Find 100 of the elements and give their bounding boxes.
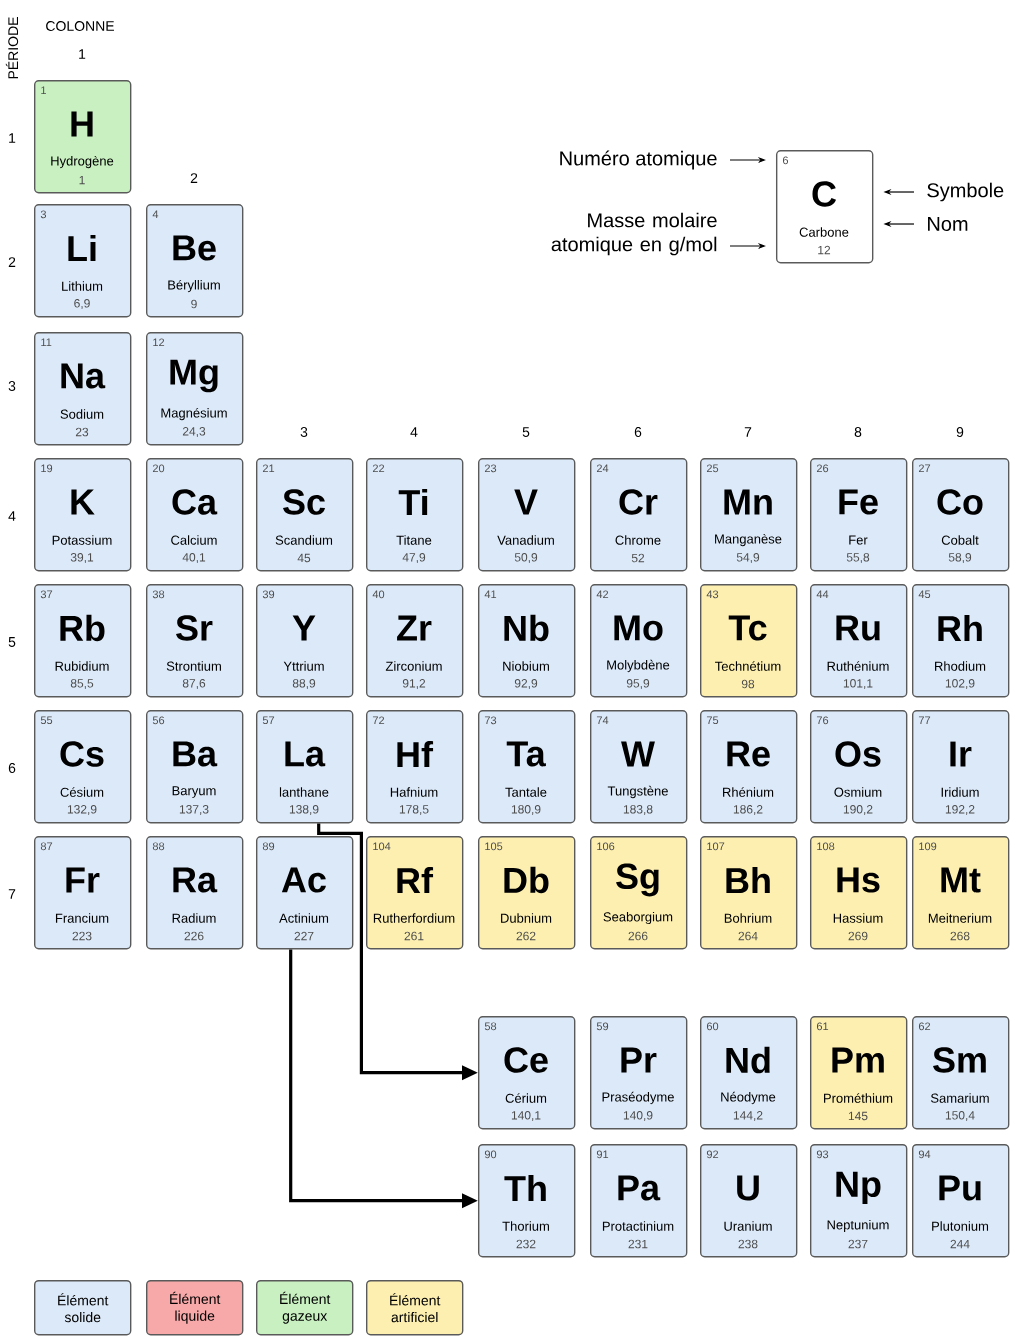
element-tile bbox=[34, 836, 132, 950]
element-symbol: Ra bbox=[173, 867, 218, 893]
element-symbol: Ir bbox=[950, 741, 972, 767]
element-tile bbox=[590, 458, 688, 572]
element-tile bbox=[700, 1016, 798, 1130]
element-tile bbox=[366, 710, 464, 824]
element-symbol: Ti bbox=[398, 488, 428, 516]
element-tile bbox=[146, 458, 244, 572]
annotation-text: Nom bbox=[928, 217, 968, 231]
element-symbol: Nd bbox=[726, 1046, 770, 1074]
element-tile bbox=[366, 458, 464, 572]
element-symbol: Pm bbox=[832, 1047, 884, 1073]
element-symbol: Rb bbox=[60, 614, 105, 642]
element-tile bbox=[34, 710, 132, 824]
element-tile bbox=[34, 584, 132, 698]
element-tile bbox=[478, 1016, 576, 1130]
element-symbol: Pu bbox=[939, 1175, 981, 1201]
element-symbol: Cr bbox=[619, 489, 658, 515]
element-tile bbox=[146, 584, 244, 698]
element-tile bbox=[34, 458, 132, 572]
element-symbol: V bbox=[514, 489, 538, 515]
element-tile bbox=[478, 458, 576, 572]
element-symbol: Cs bbox=[60, 741, 104, 767]
element-symbol: Sm bbox=[933, 1047, 986, 1073]
element-tile bbox=[146, 710, 244, 824]
element-symbol: Rh bbox=[938, 614, 982, 642]
element-tile bbox=[478, 836, 576, 950]
element-symbol: K bbox=[71, 489, 95, 515]
element-tile bbox=[366, 584, 464, 698]
element-tile bbox=[146, 836, 244, 950]
element-symbol: U bbox=[737, 1175, 759, 1201]
element-symbol: H bbox=[71, 111, 93, 137]
element-symbol: Ca bbox=[172, 489, 218, 515]
annotation-text: Symbole bbox=[927, 182, 1004, 202]
element-symbol: La bbox=[285, 741, 326, 767]
element-symbol: Na bbox=[61, 363, 106, 389]
element-tile bbox=[256, 710, 354, 824]
element-tile bbox=[810, 584, 908, 698]
element-tile bbox=[700, 584, 798, 698]
element-tile bbox=[590, 1144, 688, 1258]
element-tile bbox=[34, 80, 132, 194]
element-tile bbox=[810, 836, 908, 950]
element-tile bbox=[912, 458, 1010, 572]
element-symbol: Mg bbox=[170, 359, 218, 393]
element-tile bbox=[590, 710, 688, 824]
element-symbol: Os bbox=[835, 741, 881, 767]
annotation-text: Masse molaire atomique en g/mol bbox=[551, 212, 717, 256]
element-symbol: Hf bbox=[397, 740, 434, 768]
element-tile bbox=[146, 204, 244, 318]
element-tile bbox=[912, 1016, 1010, 1130]
element-symbol: C bbox=[812, 181, 836, 207]
element-tile bbox=[590, 1016, 688, 1130]
element-symbol: Bh bbox=[726, 866, 770, 894]
element-tile bbox=[590, 836, 688, 950]
element-tile bbox=[700, 458, 798, 572]
element-symbol: Co bbox=[937, 489, 983, 515]
element-symbol: W bbox=[621, 741, 655, 767]
element-tile bbox=[34, 332, 132, 446]
element-tile bbox=[590, 584, 688, 698]
element-symbol: Rf bbox=[397, 866, 434, 894]
element-symbol: Mt bbox=[941, 867, 981, 893]
element-tile bbox=[256, 458, 354, 572]
element-tile bbox=[478, 710, 576, 824]
element-tile bbox=[478, 584, 576, 698]
element-symbol: Sc bbox=[283, 489, 325, 515]
element-tile bbox=[256, 836, 354, 950]
element-symbol: Re bbox=[727, 741, 770, 767]
element-symbol: Db bbox=[504, 866, 549, 894]
element-tile bbox=[700, 1144, 798, 1258]
element-symbol: Pa bbox=[618, 1175, 661, 1201]
element-tile bbox=[810, 1016, 908, 1130]
element-symbol: Sr bbox=[176, 615, 213, 641]
element-tile bbox=[810, 1144, 908, 1258]
element-tile bbox=[810, 710, 908, 824]
element-symbol: Th bbox=[504, 1174, 546, 1202]
element-symbol: Ru bbox=[836, 615, 880, 641]
element-tile bbox=[146, 332, 244, 446]
element-symbol: Mo bbox=[614, 615, 663, 641]
element-tile bbox=[912, 584, 1010, 698]
annotation-text: Numéro atomique bbox=[560, 150, 717, 170]
element-tile bbox=[912, 1144, 1010, 1258]
element-symbol: Pr bbox=[621, 1047, 657, 1073]
element-symbol: Zr bbox=[397, 615, 432, 641]
element-symbol: Ce bbox=[504, 1047, 548, 1073]
element-symbol: Sg bbox=[616, 863, 659, 897]
element-symbol: Tc bbox=[728, 615, 767, 641]
element-tile bbox=[256, 584, 354, 698]
element-tile bbox=[810, 458, 908, 572]
element-tile bbox=[34, 204, 132, 318]
element-symbol: Li bbox=[68, 234, 96, 262]
element-symbol: Fe bbox=[839, 489, 878, 515]
element-symbol: Be bbox=[173, 235, 216, 261]
element-tile bbox=[478, 1144, 576, 1258]
element-symbol: Mn bbox=[724, 489, 772, 515]
element-symbol: Hs bbox=[837, 867, 880, 893]
element-symbol: Ac bbox=[281, 867, 326, 893]
element-symbol: Np bbox=[836, 1171, 881, 1205]
element-tile bbox=[700, 836, 798, 950]
element-symbol: Fr bbox=[66, 867, 100, 893]
element-tile bbox=[776, 150, 874, 264]
